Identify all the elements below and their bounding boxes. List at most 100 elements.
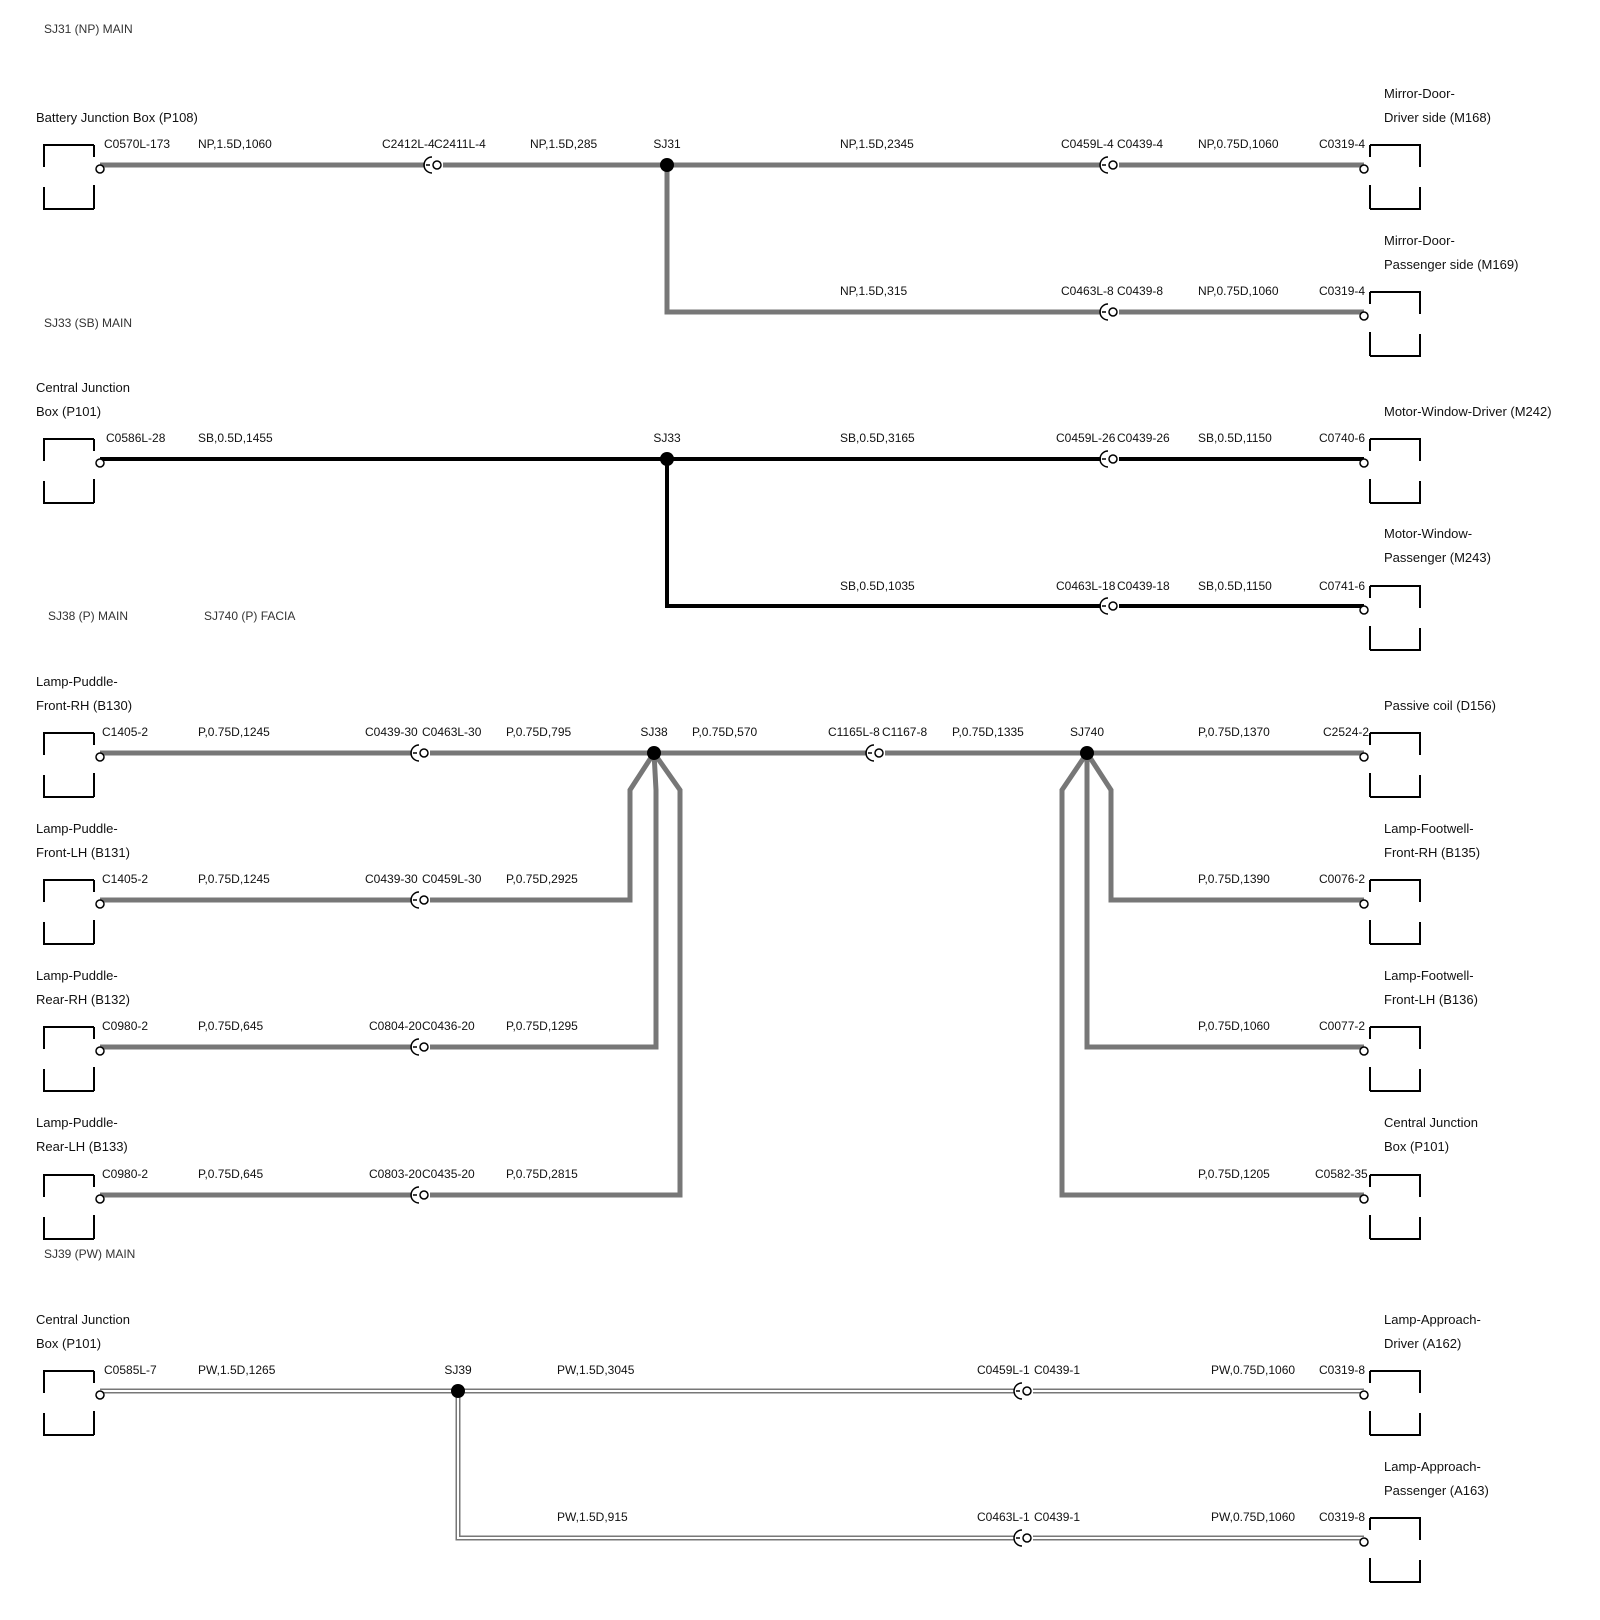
label-p108-line-1: Battery Junction Box (P108)	[36, 110, 198, 125]
component-p101a	[43, 438, 105, 504]
wire-label-w20: P,0.75D,1295	[506, 1019, 578, 1033]
pin-a163: C0319-8	[1319, 1510, 1365, 1524]
wire-label-w18: P,0.75D,2925	[506, 872, 578, 886]
pin-socket-icon	[1359, 605, 1369, 615]
wire-label-w30: PW,0.75D,1060	[1211, 1510, 1295, 1524]
wire-label-w14: P,0.75D,570	[692, 725, 757, 739]
wire-label-w29: PW,1.5D,915	[557, 1510, 628, 1524]
component-b130	[43, 732, 105, 798]
c2-inline-connector-icon	[1099, 156, 1119, 174]
label-b133-line-1: Lamp-Puddle-	[36, 1115, 118, 1130]
component-m243	[1359, 585, 1421, 651]
c1-inline-connector-icon	[423, 156, 443, 174]
label-b130-line-1: Lamp-Puddle-	[36, 674, 118, 689]
component-b133	[43, 1174, 105, 1240]
pin-socket-icon	[1359, 311, 1369, 321]
wire-label-w6: NP,0.75D,1060	[1198, 284, 1279, 298]
pin-m243: C0741-6	[1319, 579, 1365, 593]
conn-c7-b: C1167-8	[882, 725, 927, 739]
component-a163	[1359, 1517, 1421, 1583]
pin-socket-icon	[1359, 458, 1369, 468]
pin-socket-icon	[1359, 1194, 1369, 1204]
wire-sb-branch	[665, 459, 1364, 608]
conn-c9-a: C0804-20	[369, 1019, 422, 1033]
conn-c8-a: C0439-30	[365, 872, 418, 886]
pin-m242: C0740-6	[1319, 431, 1365, 445]
component-p101c	[43, 1370, 105, 1436]
pin-b131: C1405-2	[102, 872, 148, 886]
label-b133-line-2: Rear-LH (B133)	[36, 1139, 128, 1154]
wires-layer	[100, 162, 1364, 1541]
wire-label-w25: P,0.75D,1205	[1198, 1167, 1270, 1181]
splice-label-sj740: SJ740	[1070, 725, 1104, 739]
symbols-layer	[43, 144, 1421, 1583]
pin-socket-icon	[95, 1390, 105, 1400]
wire-label-w16: P,0.75D,1370	[1198, 725, 1270, 739]
wire-label-w21: P,0.75D,645	[198, 1167, 263, 1181]
conn-c10-a: C0803-20	[369, 1167, 422, 1181]
label-b135-line-2: Front-RH (B135)	[1384, 845, 1480, 860]
pin-socket-icon	[95, 752, 105, 762]
pin-p108: C0570L-173	[104, 137, 170, 151]
c10-inline-connector-icon	[410, 1186, 430, 1204]
pin-m168: C0319-4	[1319, 137, 1365, 151]
pin-b133: C0980-2	[102, 1167, 148, 1181]
pin-socket-icon	[95, 1194, 105, 1204]
label-m168-line-1: Mirror-Door-	[1384, 86, 1455, 101]
section-label-sj33: SJ33 (SB) MAIN	[44, 316, 132, 330]
pin-b130: C1405-2	[102, 725, 148, 739]
label-m169-line-2: Passenger side (M169)	[1384, 257, 1518, 272]
wire-label-w23: P,0.75D,1390	[1198, 872, 1270, 886]
wire-p-b133	[100, 751, 683, 1198]
wire-label-w11: SB,0.5D,1150	[1198, 579, 1272, 593]
conn-c12-b: C0439-1	[1034, 1510, 1080, 1524]
label-p101b-line-2: Box (P101)	[1384, 1139, 1449, 1154]
label-p101c-line-2: Box (P101)	[36, 1336, 101, 1351]
conn-c7-a: C1165L-8	[828, 725, 880, 739]
wire-label-w13: P,0.75D,795	[506, 725, 571, 739]
component-p108	[43, 144, 105, 210]
label-a163-line-1: Lamp-Approach-	[1384, 1459, 1481, 1474]
wire-label-w17: P,0.75D,1245	[198, 872, 270, 886]
section-label-sj38: SJ38 (P) MAIN	[48, 609, 128, 623]
sj740-splice-dot	[1080, 746, 1094, 760]
pin-b132: C0980-2	[102, 1019, 148, 1033]
label-b136-line-1: Lamp-Footwell-	[1384, 968, 1474, 983]
sj38-splice-dot	[647, 746, 661, 760]
conn-c11-b: C0439-1	[1034, 1363, 1080, 1377]
label-a162-line-1: Lamp-Approach-	[1384, 1312, 1481, 1327]
pin-d156: C2524-2	[1323, 725, 1369, 739]
label-p101b-line-1: Central Junction	[1384, 1115, 1478, 1130]
splice-label-sj39: SJ39	[444, 1363, 472, 1377]
label-d156-line-1: Passive coil (D156)	[1384, 698, 1496, 713]
c7-inline-connector-icon	[865, 744, 885, 762]
c12-inline-connector-icon	[1013, 1529, 1033, 1547]
pin-socket-icon	[95, 164, 105, 174]
conn-c1-b: C2411L-4	[434, 137, 486, 151]
splice-label-sj38: SJ38	[640, 725, 668, 739]
conn-c1-a: C2412L-4	[382, 137, 435, 151]
wire-label-w5: NP,1.5D,315	[840, 284, 907, 298]
pin-socket-icon	[95, 899, 105, 909]
wire-label-w15: P,0.75D,1335	[952, 725, 1024, 739]
c3-inline-connector-icon	[1099, 303, 1119, 321]
wire-p-b132	[100, 752, 659, 1050]
conn-c8-b: C0459L-30	[422, 872, 482, 886]
section-label-sj39: SJ39 (PW) MAIN	[44, 1247, 135, 1261]
pin-m169: C0319-4	[1319, 284, 1365, 298]
c6-inline-connector-icon	[410, 744, 430, 762]
pin-socket-icon	[1359, 1537, 1369, 1547]
conn-c10-b: C0435-20	[422, 1167, 475, 1181]
sj33-splice-dot	[660, 452, 674, 466]
conn-c11-a: C0459L-1	[977, 1363, 1030, 1377]
conn-c2-b: C0439-4	[1117, 137, 1163, 151]
label-m243-line-2: Passenger (M243)	[1384, 550, 1491, 565]
pin-socket-icon	[1359, 752, 1369, 762]
wire-label-w22: P,0.75D,2815	[506, 1167, 578, 1181]
label-p101a-line-2: Box (P101)	[36, 404, 101, 419]
component-b131	[43, 879, 105, 945]
pin-a162: C0319-8	[1319, 1363, 1365, 1377]
c4-inline-connector-icon	[1099, 450, 1119, 468]
